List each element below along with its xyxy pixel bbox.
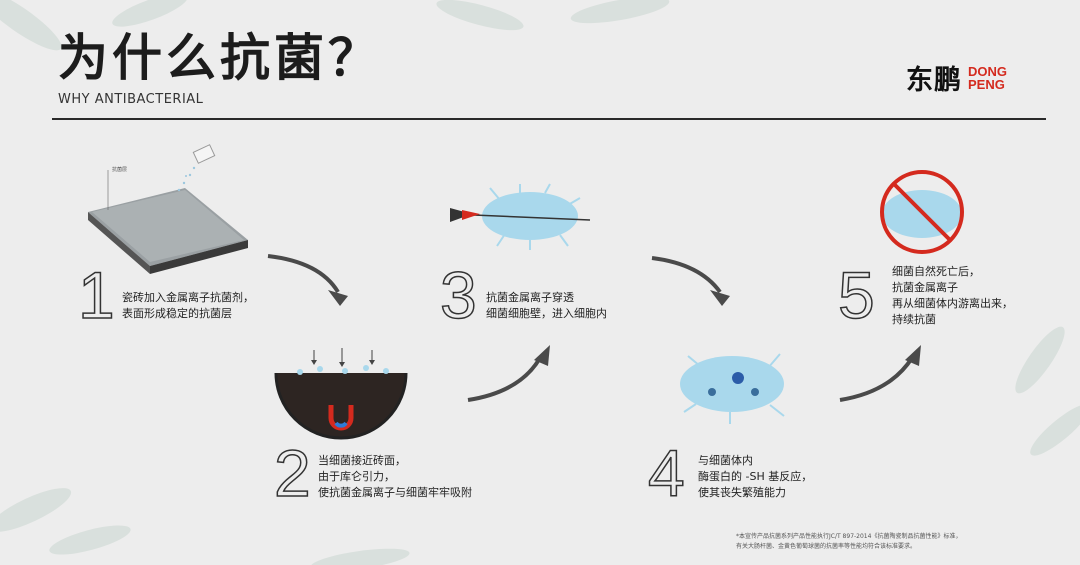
brand-logo: 东鹏 DONG PENG <box>906 58 1007 97</box>
page-subtitle: WHY ANTIBACTERIAL <box>58 92 204 107</box>
dead-bacterium-step5 <box>880 170 964 254</box>
magnet-bowl-illustration <box>274 348 408 440</box>
logo-english-line1: DONG <box>968 63 1007 79</box>
step-text-3: 抗菌金属离子穿透 细菌细胞壁，进入细胞内 <box>486 291 607 320</box>
step-number-5: 5 <box>837 258 875 332</box>
tile-illustration <box>88 144 248 274</box>
footnote: *本宣传产品抗菌系列产品性能执行JC/T 897-2014《抗菌陶瓷制品抗菌性能… <box>736 533 962 550</box>
logo-english-line2: PENG <box>968 76 1005 92</box>
step-number-3: 3 <box>439 258 477 332</box>
step-text-5: 细菌自然死亡后， 抗菌金属离子 再从细菌体内游离出来， 持续抗菌 <box>892 265 1013 326</box>
step-number-4: 4 <box>647 436 685 510</box>
step-number-2: 2 <box>273 436 311 510</box>
logo-chinese: 东鹏 <box>906 65 962 96</box>
step-text-2: 当细菌接近砖面， 由于库仑引力， 使抗菌金属离子与细菌牢牢吸附 <box>318 454 472 499</box>
tile-layer-label: 抗菌层 <box>112 167 128 173</box>
step-text-1: 瓷砖加入金属离子抗菌剂， 表面形成稳定的抗菌层 <box>122 291 254 320</box>
header-divider <box>52 118 1046 120</box>
bacterium-step4 <box>680 353 785 424</box>
page-title: 为什么抗菌？ <box>58 29 382 87</box>
logo-english: DONG PENG <box>968 65 1007 91</box>
step-text-4: 与细菌体内 酶蛋白的 -SH 基反应， 使其丧失繁殖能力 <box>698 454 813 499</box>
bacterium-step3 <box>449 183 591 250</box>
flow-arrows <box>267 254 914 402</box>
step-number-1: 1 <box>77 258 115 332</box>
